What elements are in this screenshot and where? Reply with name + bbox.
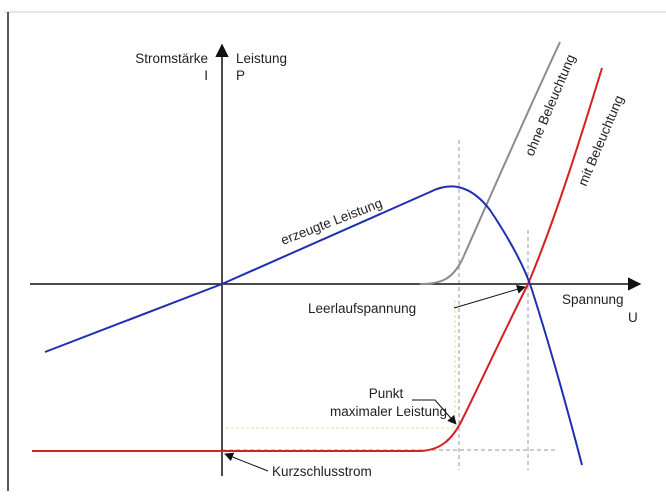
x-axis-symbol: U	[628, 310, 638, 325]
x-axis-label: Spannung	[562, 292, 624, 307]
label-mpp-line1: Punkt	[369, 386, 404, 401]
label-curve-power: erzeugte Leistung	[279, 195, 385, 247]
y-axis-symbol-current: I	[204, 68, 208, 83]
y-axis-symbol-power: P	[236, 68, 245, 83]
short-circuit-leader	[224, 452, 269, 472]
label-mpp-line2: maximaler Leistung	[330, 404, 447, 419]
y-axis-label-current: Stromstärke	[135, 51, 208, 66]
curve-with-light	[32, 67, 603, 452]
curve-without-light	[419, 41, 561, 285]
label-short-circuit-current: Kurzschlusstrom	[272, 464, 372, 479]
y-axis-label-power: Leistung	[236, 51, 287, 66]
open-circuit-leader	[453, 284, 526, 309]
label-open-circuit-voltage: Leerlaufspannung	[308, 301, 416, 316]
label-curve-with-light: mit Beleuchtung	[575, 93, 627, 188]
mpp-leader	[412, 399, 457, 425]
curve-power	[44, 185, 583, 466]
